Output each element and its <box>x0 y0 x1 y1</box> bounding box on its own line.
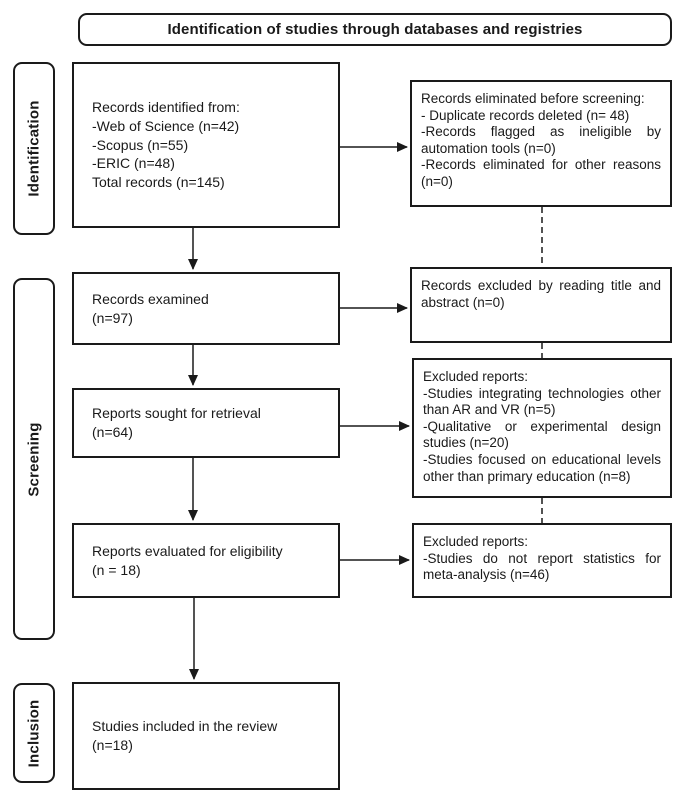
stage-label-inclusion: Inclusion <box>13 683 55 783</box>
box-studies-included: Studies included in the review (n=18) <box>72 682 340 790</box>
diagram-title: Identification of studies through databa… <box>167 21 583 38</box>
box-text-line: -Records flagged as ineligible by automa… <box>421 124 661 156</box>
stage-label-screening: Screening <box>13 278 55 640</box>
stage-label-identification-text: Identification <box>25 100 43 197</box>
box-excluded-reports-eligibility: Excluded reports: -Studies do not report… <box>412 523 672 598</box>
stage-label-inclusion-text: Inclusion <box>25 699 43 767</box>
stage-label-identification: Identification <box>13 62 55 235</box>
box-reports-evaluated: Reports evaluated for eligibility (n = 1… <box>72 523 340 598</box>
box-text-line: -Scopus (n=55) <box>92 136 189 153</box>
box-excluded-reports-screening: Excluded reports: -Studies integrating t… <box>412 358 672 498</box>
box-text-line: Records eliminated before screening: <box>421 91 645 106</box>
box-text-line: (n=97) <box>92 309 133 326</box>
box-records-examined: Records examined (n=97) <box>72 272 340 345</box>
box-text-line: Studies included in the review <box>92 718 278 735</box>
box-text-line: Excluded reports: <box>423 534 529 549</box>
box-records-eliminated-before-screening: Records eliminated before screening: - D… <box>410 80 672 207</box>
box-text-line: Total records (n=145) <box>92 174 225 191</box>
box-text-line: (n = 18) <box>92 561 141 578</box>
box-text-line: Reports sought for retrieval <box>92 405 261 422</box>
box-text-line: -Studies focused on educational levels o… <box>423 451 661 484</box>
box-text-line: (n=64) <box>92 424 133 440</box>
box-text-line: -Records eliminated for other reasons (n… <box>421 157 661 189</box>
box-text-line: -Studies do not report statistics for me… <box>423 550 661 583</box>
box-records-identified: Records identified from: -Web of Science… <box>72 62 340 228</box>
box-text-line: Reports evaluated for eligibility <box>92 542 283 559</box>
box-text-line: -Studies integrating technologies other … <box>423 385 661 418</box>
box-text-line: -ERIC (n=48) <box>92 155 175 172</box>
box-text-line: Records identified from: <box>92 98 240 115</box>
box-text-line: Records excluded by reading title and ab… <box>421 278 661 310</box>
box-text-line: Records examined <box>92 290 209 307</box>
stage-label-screening-text: Screening <box>25 421 43 497</box>
box-text-line: (n=18) <box>92 737 133 753</box>
diagram-title-box: Identification of studies through databa… <box>78 13 672 46</box>
box-text-line: - Duplicate records deleted (n= 48) <box>421 107 630 123</box>
box-text-line: -Qualitative or experimental design stud… <box>423 418 661 451</box>
box-reports-sought: Reports sought for retrieval (n=64) <box>72 388 340 458</box>
box-records-excluded-title-abstract: Records excluded by reading title and ab… <box>410 267 672 343</box>
box-text-line: -Web of Science (n=42) <box>92 117 240 134</box>
box-text-line: Excluded reports: <box>423 369 529 384</box>
